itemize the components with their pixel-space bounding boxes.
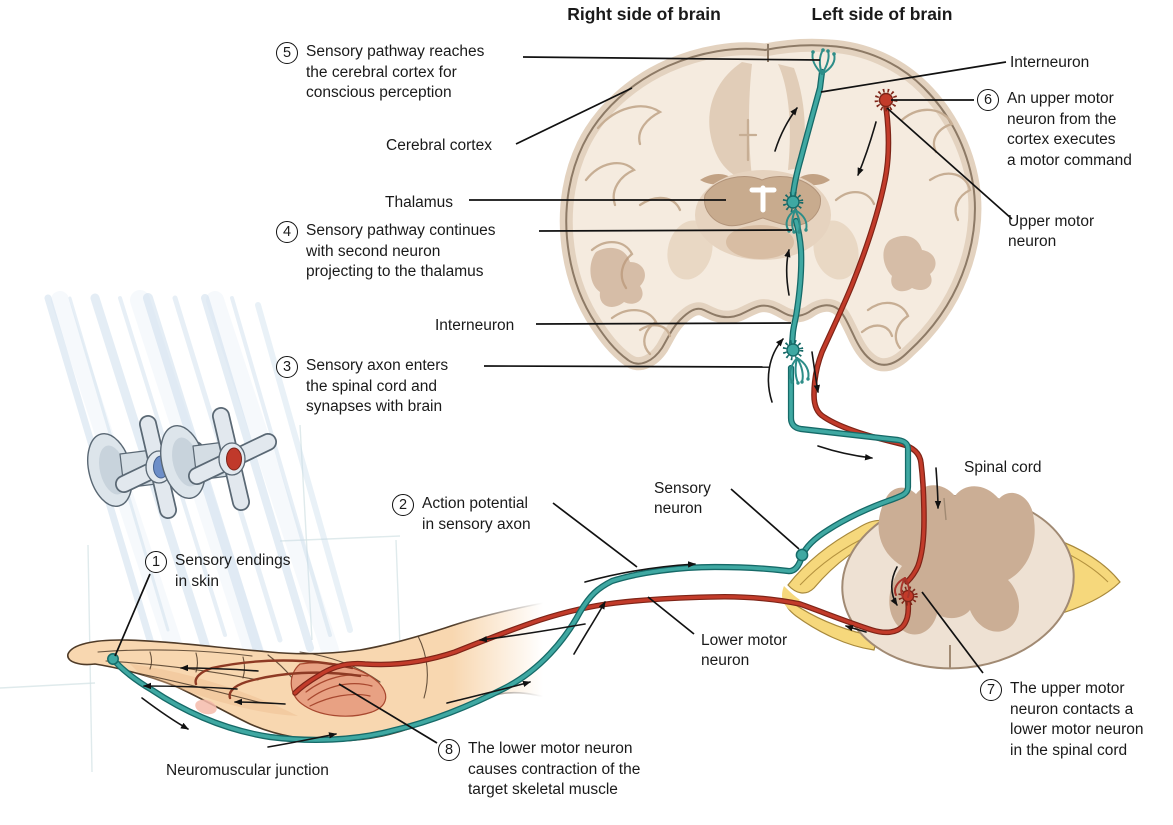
shower-faucet: [87, 407, 277, 519]
step-3-number: 3: [276, 356, 298, 378]
step-1-annotation: 1 Sensory endings in skin: [145, 551, 290, 592]
step-2-annotation: 2 Action potential in sensory axon: [392, 494, 531, 535]
lower-motor-neuron-soma: [894, 577, 918, 606]
direction-arrows: [141, 107, 942, 748]
step-5-text: Sensory pathway reaches the cerebral cor…: [306, 43, 485, 101]
motor-pathway: [292, 104, 927, 696]
step-7-text: The upper motor neuron contacts a lower …: [1010, 680, 1144, 759]
ventral-root-left: [784, 597, 879, 651]
fingertip-pad: [195, 699, 217, 715]
step-1-number: 1: [145, 551, 167, 573]
step-3-annotation: 3 Sensory axon enters the spinal cord an…: [276, 356, 448, 418]
step-4-number: 4: [276, 221, 298, 243]
sensory-ending-dot: [107, 653, 119, 665]
label-interneuron-right: Interneuron: [1010, 54, 1090, 71]
step-2-text: Action potential in sensory axon: [422, 495, 531, 533]
step-8-text: The lower motor neuron causes contractio…: [468, 740, 641, 798]
step-1-text: Sensory endings in skin: [175, 552, 291, 590]
step-8-annotation: 8 The lower motor neuron causes contract…: [438, 739, 640, 801]
step-4-text: Sensory pathway continues with second ne…: [306, 222, 496, 280]
step-8-number: 8: [438, 739, 460, 761]
sensory-pathway: [109, 68, 912, 743]
label-interneuron-left: Interneuron: [435, 317, 515, 334]
cortical-terminal: [811, 48, 836, 75]
hot-handle-cap: [226, 447, 242, 471]
label-lower-motor-neuron: Lower motor neuron: [701, 632, 788, 669]
label-sensory-neuron: Sensory neuron: [654, 480, 711, 517]
step-5-number: 5: [276, 42, 298, 64]
label-thalamus: Thalamus: [385, 194, 454, 211]
forearm-fade: [452, 578, 592, 723]
label-neuromuscular-junction: Neuromuscular junction: [166, 762, 329, 779]
step-5-annotation: 5 Sensory pathway reaches the cerebral c…: [276, 42, 484, 104]
step-2-number: 2: [392, 494, 414, 516]
step-6-text: An upper motor neuron from the cortex ex…: [1007, 90, 1132, 169]
step-6-number: 6: [977, 89, 999, 111]
label-spinal-cord: Spinal cord: [964, 459, 1042, 476]
step-6-annotation: 6 An upper motor neuron from the cortex …: [977, 89, 1132, 171]
step-4-annotation: 4 Sensory pathway continues with second …: [276, 221, 496, 283]
label-upper-motor-neuron: Upper motor neuron: [1008, 213, 1095, 250]
medulla-interneuron: [782, 339, 810, 385]
leader-lines: [114, 56, 1013, 744]
label-cerebral-cortex: Cerebral cortex: [386, 137, 492, 154]
step-7-number: 7: [980, 679, 1002, 701]
thalamic-interneuron: [782, 191, 808, 234]
step-3-text: Sensory axon enters the spinal cord and …: [306, 357, 449, 415]
header-left-side-of-brain: Left side of brain: [811, 4, 953, 24]
header-right-side-of-brain: Right side of brain: [567, 4, 721, 24]
step-7-annotation: 7 The upper motor neuron contacts a lowe…: [980, 679, 1144, 761]
sensory-neuron-soma: [795, 548, 809, 562]
